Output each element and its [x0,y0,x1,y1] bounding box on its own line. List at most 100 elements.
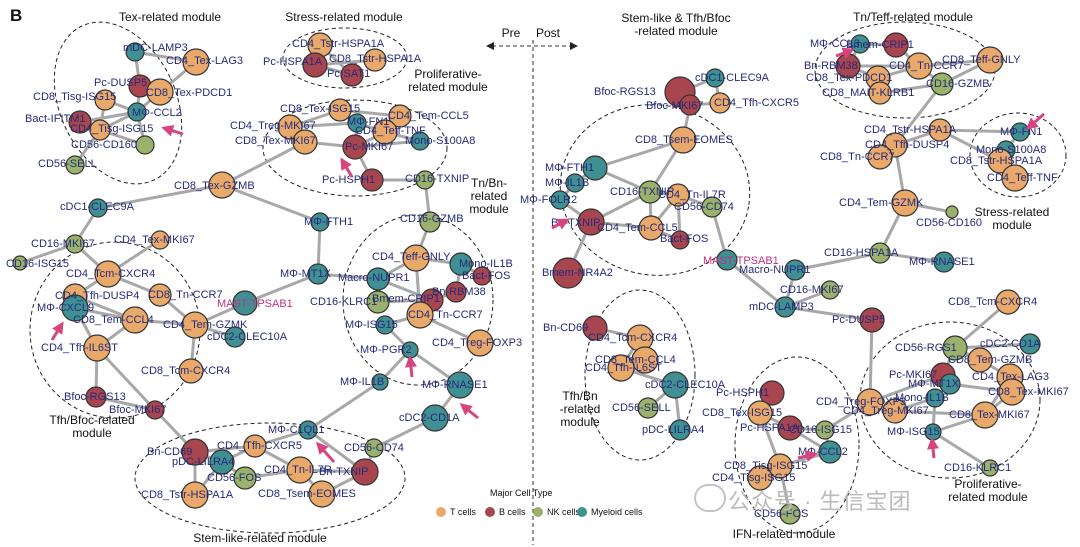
node-label: cDC2-CLEC10A [207,331,288,343]
network-node [998,378,1026,406]
node-label: MΦ-MT1X [280,268,332,280]
node-label: Pc-DUSP5 [832,314,885,326]
node-label: Pc-HSPA1A [263,56,323,68]
network-node [150,230,170,250]
network-node [366,290,390,314]
highlight-arrow [1025,112,1045,130]
node-label: mDC-LAMP3 [749,301,814,313]
network-node [784,259,806,281]
network-edge [221,140,306,187]
network-node [83,334,111,362]
node-label: Bmem-CRIP1 [372,293,440,305]
module-title: Stem-like & Tfh/Bfoc [621,11,730,25]
node-label: CD8_Tex-ISG15 [280,103,360,115]
node-label: Mono-IL1B [459,258,513,270]
node-label: CD56-SELL [38,158,97,170]
node-label: CD4_Tem-GZMK [839,197,924,209]
network-node [577,208,605,236]
node-label: CD8_Tsem-EOMES [635,134,733,146]
highlight-arrow [404,355,417,378]
node-label: CD8_Tn-CCR7 [148,289,223,301]
network-node [419,211,441,233]
node-label: MΦ-FN1 [347,116,389,128]
legend-label: B cells [499,507,526,517]
network-node [767,453,793,479]
network-node [661,371,689,399]
network-node [679,94,701,116]
network-node [976,46,1004,74]
node-label: Pc-DUSP5 [94,77,147,89]
network-node [669,126,697,154]
network-node [148,283,172,307]
network-node [939,373,961,395]
network-node [145,400,165,420]
module-title: module [72,426,112,440]
node-label: CD16-ISG15 [789,424,852,436]
node-label: CD8_Tem-CCL4 [73,314,154,326]
highlight-arrow [835,47,855,59]
network-node [552,257,584,289]
module-title: Stress-related [975,205,1050,219]
network-edge [894,409,986,417]
node-label: Bmem-NR4A2 [542,267,613,279]
node-label: CD16-TXNIP [405,173,469,185]
network-node [905,52,933,80]
network-node [65,234,85,254]
node-label: CD4_Tn-IL7R [658,189,726,201]
module-title: Tn/Teff-related module [853,10,973,24]
network-node [1001,164,1029,192]
node-label: MAST-TPSAB1 [217,298,293,310]
network-edge [794,251,881,272]
watermark-icon [694,484,726,512]
module-title: Tfh/Bfoc-related [49,413,134,427]
network-node [472,266,492,286]
node-label: CD8_Tex-PDCD1 [146,87,232,99]
legend-swatch [533,507,543,517]
node-label: CD4_Tfh-DUSP4 [865,139,949,151]
node-label: CD8_Tex-MKI67 [988,386,1069,398]
network-node [967,347,993,373]
network-node [869,242,891,264]
network-node [856,388,884,416]
network-edge [307,380,381,432]
network-node [565,173,585,193]
network-node [777,415,803,441]
module-title: module [469,202,509,216]
node-label: CD4_Tcm-CXCR4 [588,332,677,344]
node-label: CD4_Tisg-ISG15 [70,123,153,135]
network-node [445,281,467,303]
network-node [747,400,773,426]
highlight-arrow [316,441,336,463]
node-label: CD4_Tex-LAG3 [166,55,243,67]
node-label: CD4_Tn-CCR7 [408,309,483,321]
network-node [779,503,801,525]
network-node [182,48,210,76]
network-node [971,401,999,429]
network-node [670,230,690,250]
network-node [360,168,384,192]
network-edge [939,128,1021,134]
legend-label: Myeloid cells [591,507,643,517]
node-label: CD16-MKI67 [31,238,95,250]
network-node [981,459,999,477]
node-label: CD4_Tex-MKI67 [114,234,195,246]
node-label: Bmem-CRIP1 [846,39,914,51]
network-node [94,89,116,111]
network-node [867,144,893,170]
network-node [85,386,107,408]
network-edge [221,183,321,224]
network-node [582,315,608,341]
node-label: CD56-CD160 [916,217,982,229]
node-label: Pc-HSPH1 [716,387,769,399]
network-node [121,306,149,334]
network-node [421,404,449,432]
module-title: Tn/Bn- [471,176,507,190]
network-node [928,118,952,142]
legend-label: T cells [450,507,476,517]
network-node [466,329,494,357]
node-label: cDC2-CLEC10A [645,379,726,391]
node-label: CD16-HSPA1A [824,247,899,259]
network-edge [726,258,786,309]
